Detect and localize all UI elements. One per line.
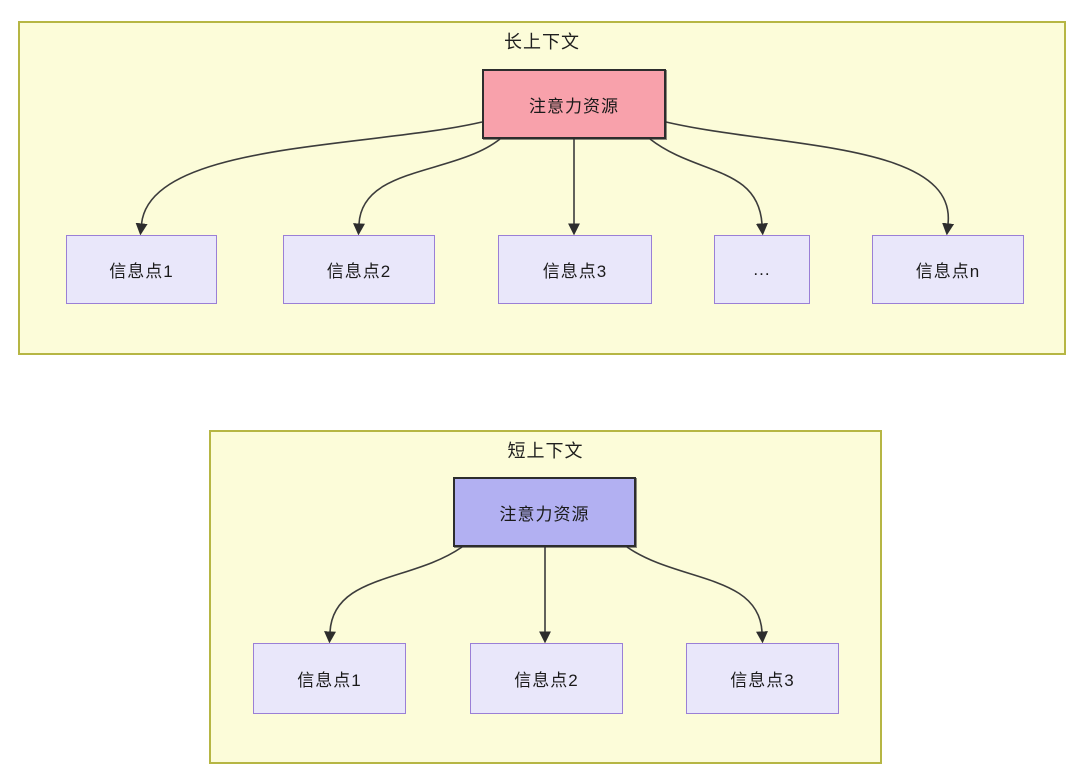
node-short-info-2-label: 信息点2: [514, 671, 579, 690]
node-long-info-2-label: 信息点2: [326, 262, 392, 281]
node-short-info-2: 信息点2: [470, 643, 623, 714]
node-short-info-1-label: 信息点1: [297, 671, 362, 690]
node-long-info-3: 信息点3: [498, 235, 652, 304]
node-long-info-3-label: 信息点3: [542, 262, 608, 281]
node-long-info-2: 信息点2: [283, 235, 435, 304]
node-attention-short: 注意力资源: [453, 477, 636, 547]
node-long-info-ellipsis-label: ...: [753, 259, 771, 279]
node-attention-long: 注意力资源: [482, 69, 666, 139]
node-attention-short-label: 注意力资源: [499, 504, 590, 524]
node-short-info-3: 信息点3: [686, 643, 839, 714]
node-short-info-1: 信息点1: [253, 643, 406, 714]
node-attention-long-label: 注意力资源: [529, 96, 619, 116]
node-long-info-1-label: 信息点1: [109, 262, 174, 281]
node-long-info-ellipsis: ...: [714, 235, 810, 304]
group-long-context-title: 长上下文: [504, 32, 580, 52]
node-long-info-n-label: 信息点n: [915, 262, 981, 281]
group-short-context-title: 短上下文: [507, 441, 584, 461]
node-short-info-3-label: 信息点3: [730, 671, 795, 690]
node-long-info-n: 信息点n: [872, 235, 1024, 304]
node-long-info-1: 信息点1: [66, 235, 217, 304]
